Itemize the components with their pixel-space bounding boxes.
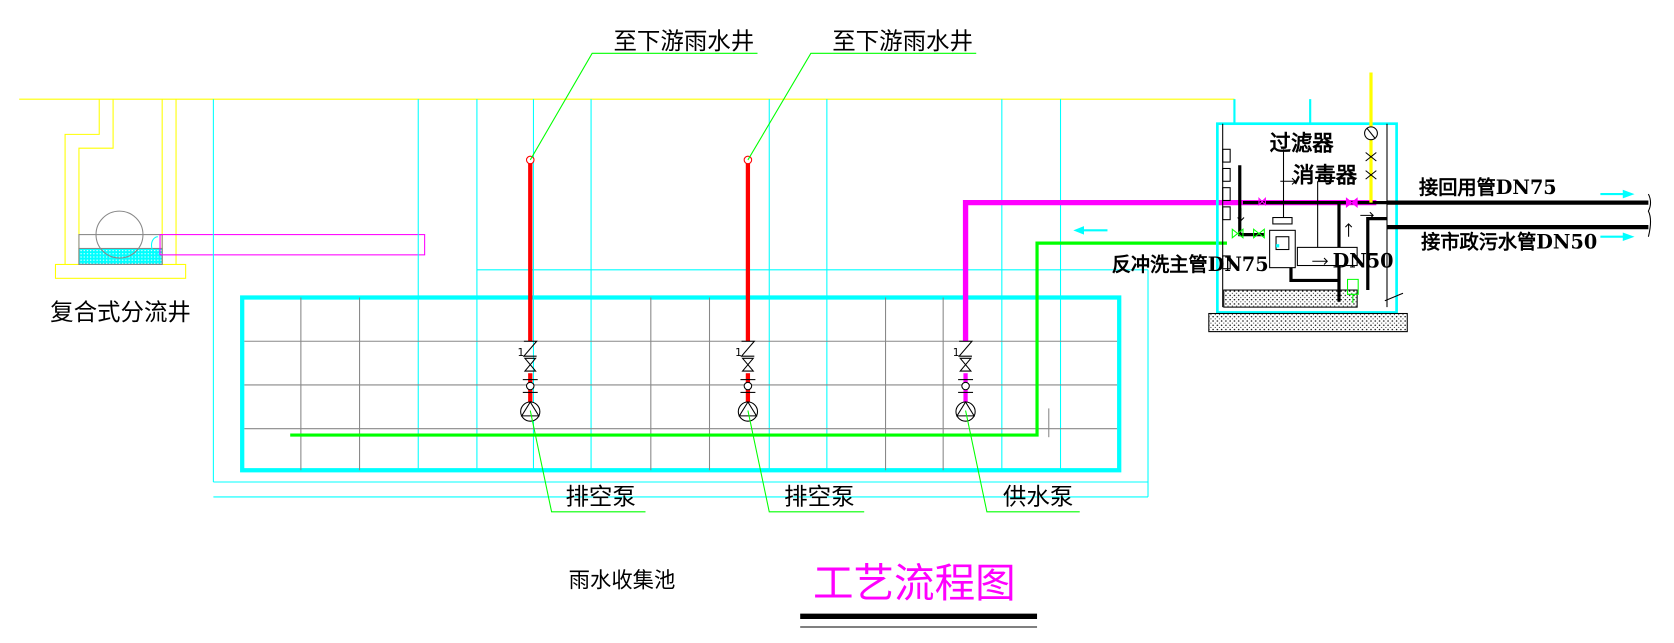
flow-arrow-sewer <box>1600 232 1635 241</box>
diagram-title: 工艺流程图 <box>813 559 1016 607</box>
diversion-well <box>54 99 426 279</box>
supply-pump-label: 供水泵 <box>1003 482 1073 510</box>
flow-arrow-left <box>1073 226 1108 235</box>
disinfector-label: 消毒器 <box>1293 162 1358 188</box>
drain-pipe-2 <box>743 155 753 342</box>
collection-tank <box>212 99 1149 498</box>
svg-text:1: 1 <box>517 346 524 359</box>
svg-text:1: 1 <box>735 346 742 359</box>
drain-pump-2: 1 <box>735 340 759 422</box>
leader-lines <box>529 52 1080 513</box>
filter-label: 过滤器 <box>1270 131 1335 156</box>
sewer-pipe-label: 接市政污水管DN50 <box>1421 230 1597 253</box>
downstream-well-label-1: 至下游雨水井 <box>613 27 754 55</box>
collection-tank-label: 雨水收集池 <box>569 569 676 594</box>
reuse-pipe-label: 接回用管DN75 <box>1419 176 1557 199</box>
diversion-well-label: 复合式分流井 <box>50 298 191 326</box>
svg-text:1: 1 <box>953 346 960 359</box>
dn50-label: DN50 <box>1333 250 1394 273</box>
drain-pipe-1 <box>525 155 535 342</box>
pump-room <box>1208 72 1408 333</box>
backwash-pipe <box>290 241 1227 437</box>
supply-pump: 1 <box>953 340 976 422</box>
tank-modules-grid <box>244 297 1118 471</box>
drain-pump-label-1: 排空泵 <box>565 482 635 510</box>
pumps: 1 1 1 <box>517 340 976 422</box>
flow-arrow-reuse <box>1600 189 1635 199</box>
drain-pump-label-2: 排空泵 <box>784 482 854 510</box>
backwash-pipe-label: 反冲洗主管DN75 <box>1112 253 1269 276</box>
outlet-pipes <box>1386 189 1652 241</box>
drain-pump-1: 1 <box>517 340 541 422</box>
downstream-well-label-2: 至下游雨水井 <box>832 27 973 55</box>
